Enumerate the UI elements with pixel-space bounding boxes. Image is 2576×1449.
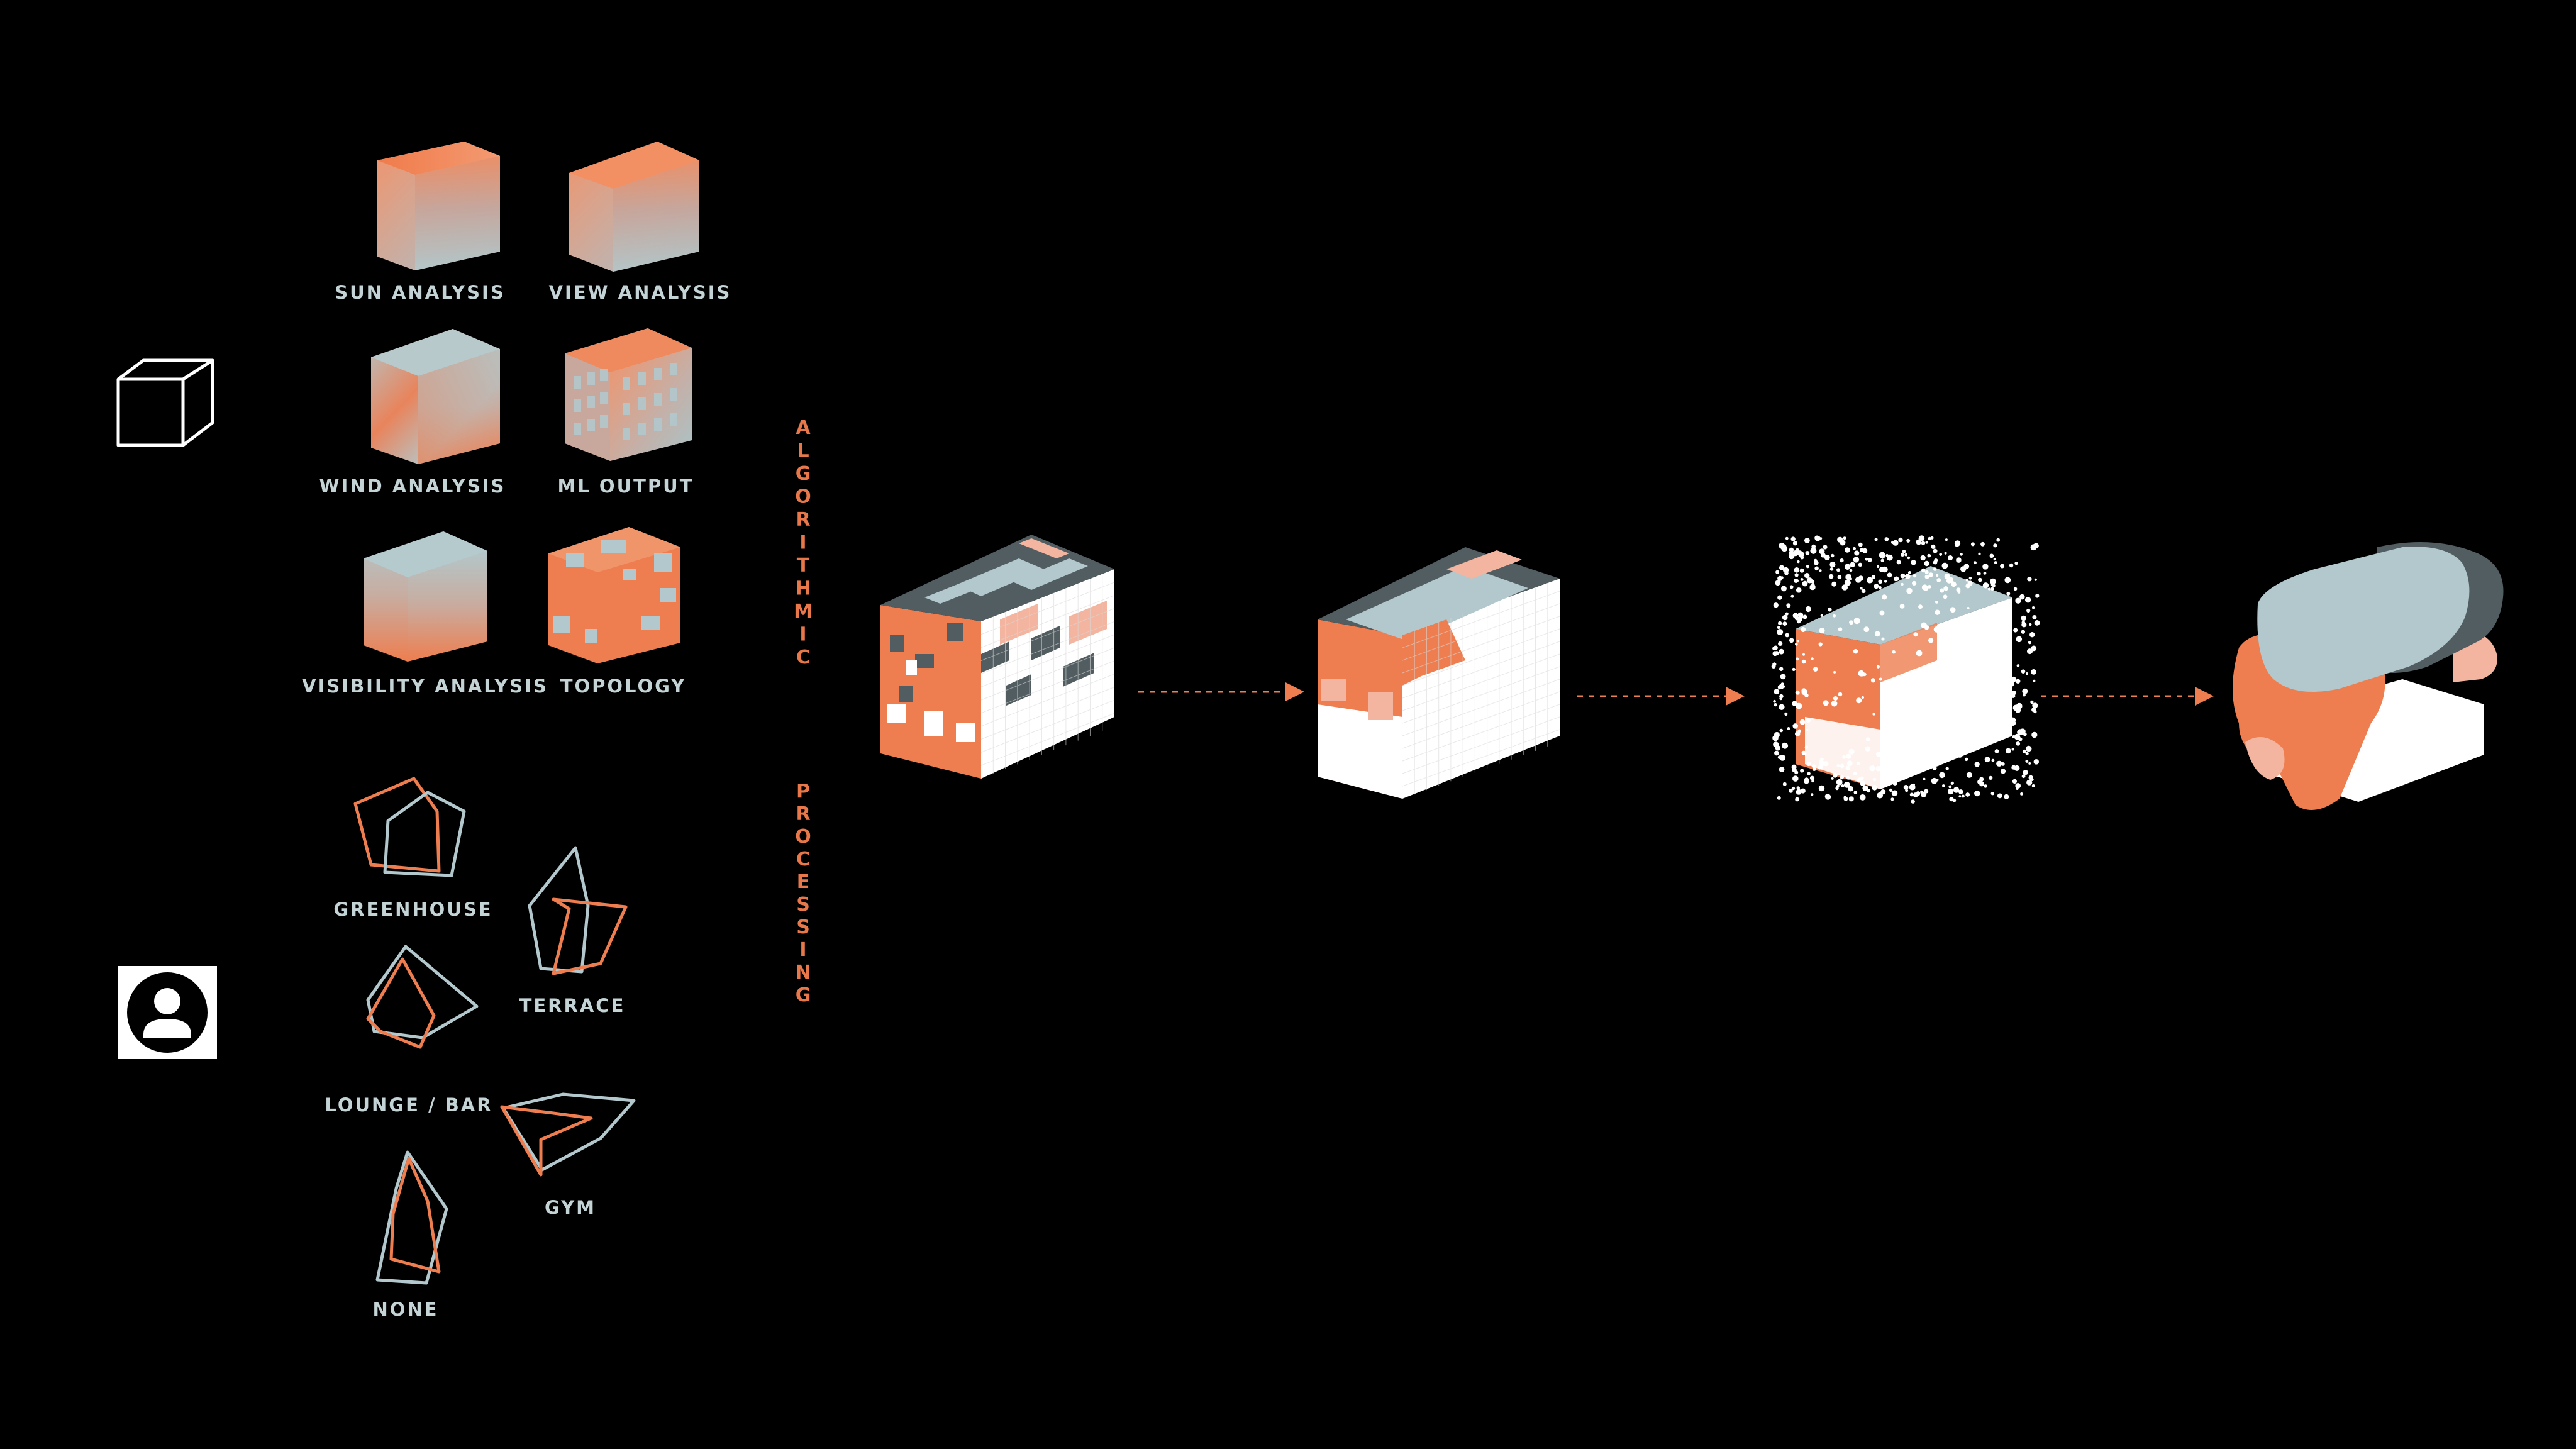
radar-terrace (528, 846, 628, 975)
user-profile-icon (118, 966, 217, 1059)
stage-point-cloud (1771, 535, 2040, 804)
program-label-lounge-bar: LOUNGE / BAR (325, 1094, 492, 1116)
analysis-view-thumbnail (569, 142, 699, 272)
radar-none (375, 1150, 448, 1285)
program-label-greenhouse: GREENHOUSE (333, 899, 492, 920)
analysis-label-topology: TOPOLOGY (560, 675, 687, 697)
radar-lounge-bar (366, 945, 479, 1049)
stage-voxel-grid-smoothed (1318, 547, 1560, 799)
analysis-ml-output-thumbnail (565, 328, 692, 461)
analysis-visibility-thumbnail (364, 531, 487, 662)
analysis-label-visibility: VISIBILITY ANALYSIS (302, 675, 548, 697)
stage-voxel-grid-classified (880, 535, 1115, 779)
program-label-gym: GYM (545, 1197, 596, 1218)
cube-outline-icon (116, 358, 214, 447)
program-label-none: NONE (372, 1299, 438, 1320)
radar-greenhouse (353, 777, 466, 877)
program-label-terrace: TERRACE (519, 995, 626, 1016)
analysis-topology-thumbnail (548, 527, 680, 663)
analysis-label-sun: SUN ANALYSIS (335, 282, 505, 303)
analysis-wind-thumbnail (371, 329, 500, 464)
analysis-sun-thumbnail (377, 142, 500, 270)
analysis-label-wind: WIND ANALYSIS (319, 475, 506, 497)
analysis-label-view: VIEW ANALYSIS (549, 282, 732, 303)
analysis-label-ml-output: ML OUTPUT (557, 475, 694, 497)
radar-gym (500, 1092, 636, 1177)
stage-final-form (2233, 542, 2504, 810)
